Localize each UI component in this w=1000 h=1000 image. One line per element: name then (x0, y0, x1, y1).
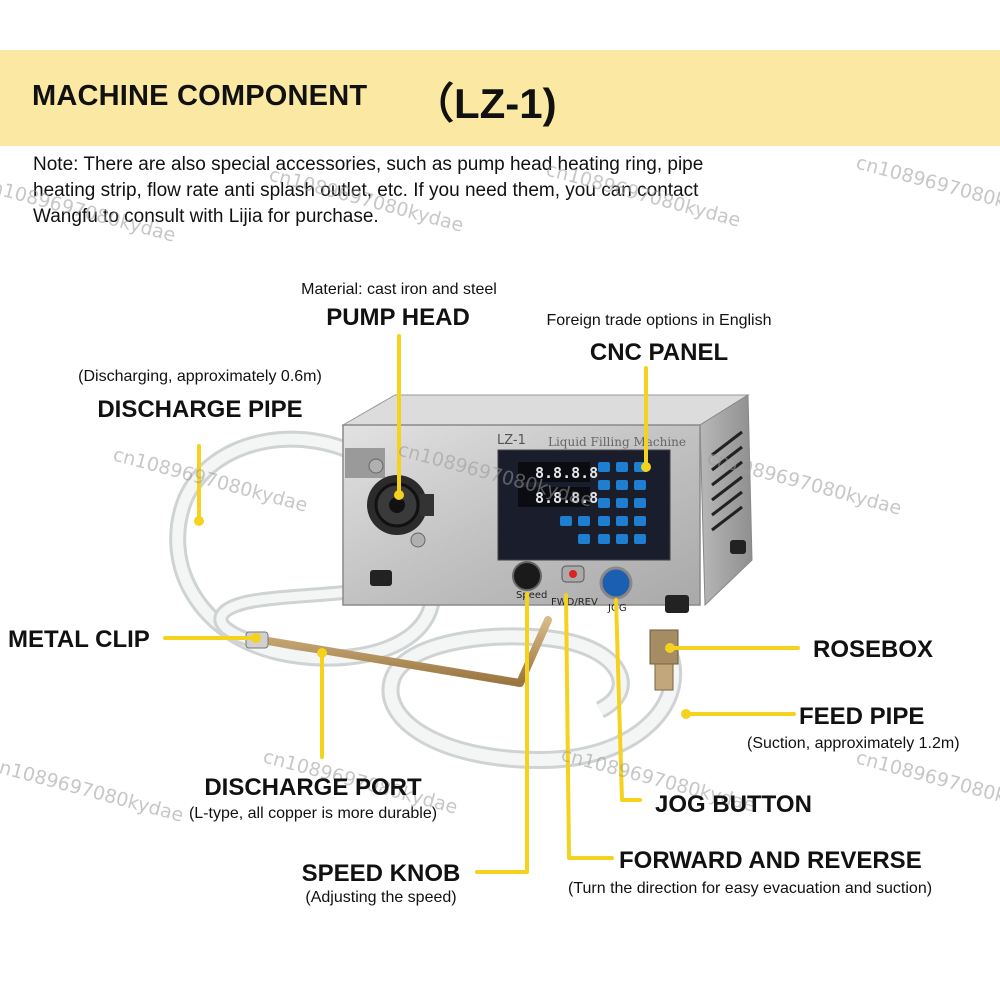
leader-lines (163, 334, 800, 874)
jog-button-label: JOG BUTTON (655, 791, 812, 818)
watermark-5: cn1089697080kydae (111, 444, 310, 517)
discharge-pipe-note: (Discharging, approximately 0.6m) (78, 368, 322, 385)
front-controls: Speed FWD/REV JOG (512, 561, 633, 614)
discharge-port-note: (L-type, all copper is more durable) (188, 805, 438, 822)
speed-knob-note: (Adjusting the speed) (305, 889, 457, 906)
cnc-panel-note: Foreign trade options in English (546, 312, 772, 329)
feed-pipe-note: (Suction, approximately 1.2m) (747, 735, 960, 752)
cnc-panel-label: CNC PANEL (589, 339, 729, 366)
speed-knob-text: Speed (516, 590, 547, 601)
pump-head (345, 448, 434, 548)
cnc-panel: 8.8.8.8 8.8.8.8 (497, 449, 671, 561)
machine-model-text: LZ-1 (497, 433, 526, 448)
watermark-4: cn1089697080kydae (854, 152, 1000, 225)
rosebox-label: ROSEBOX (813, 636, 934, 663)
speed-knob-label: SPEED KNOB (301, 860, 461, 887)
forward-reverse-label: FORWARD AND REVERSE (619, 847, 922, 874)
machine-name-text: Liquid Filling Machine (548, 435, 686, 449)
watermark-2: cn1089697080kydae (267, 164, 466, 237)
discharge-port-label: DISCHARGE PORT (204, 774, 422, 801)
feed-pipe-tube (381, 627, 682, 770)
metal-clip-label: METAL CLIP (8, 626, 150, 653)
watermark-1: cn1089697080kydae (0, 174, 178, 247)
model-title: （LZ-1) (412, 80, 557, 127)
watermark-8: cn1089697080kydae (0, 754, 186, 827)
discharge-pipe-label: DISCHARGE PIPE (97, 396, 303, 423)
pump-head-label: PUMP HEAD (326, 304, 470, 331)
panel-display-2: 8.8.8.8 (535, 489, 598, 507)
watermark-3: cn1089697080kydae (544, 159, 743, 232)
watermark-11: cn1089697080kydae (854, 747, 1000, 820)
panel-display-1: 8.8.8.8 (535, 464, 598, 482)
leader-dots (194, 462, 691, 719)
pump-head-note: Material: cast iron and steel (301, 281, 497, 298)
page-title: MACHINE COMPONENT (32, 80, 368, 112)
forward-reverse-note: (Turn the direction for easy evacuation … (568, 880, 933, 897)
fwd-rev-text: FWD/REV (551, 597, 598, 608)
accessory-note: Note: There are also special accessories… (33, 154, 704, 227)
header-banner (0, 50, 1000, 146)
feed-pipe-label: FEED PIPE (799, 703, 925, 730)
